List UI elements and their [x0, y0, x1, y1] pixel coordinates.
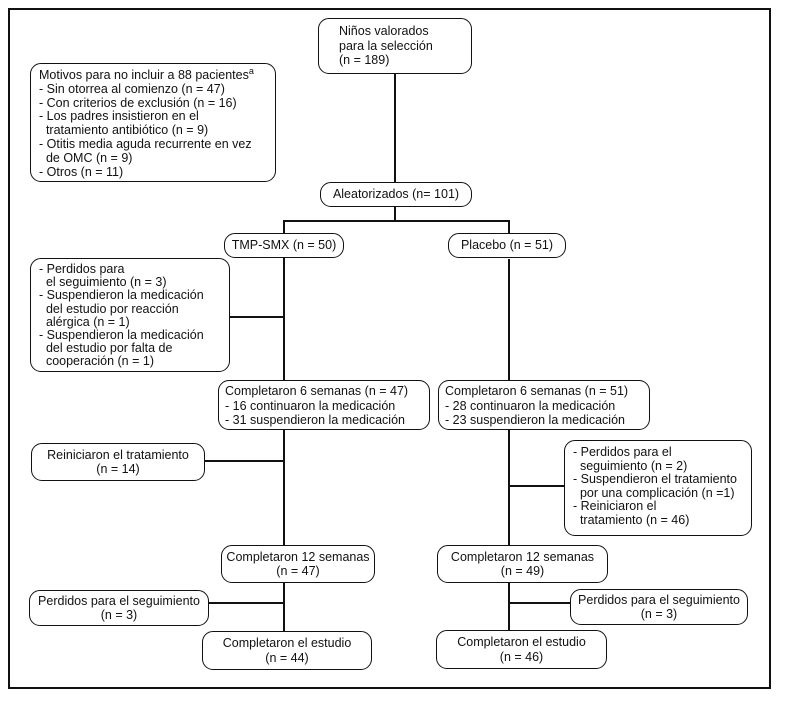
box-motivos-exclusion: Motivos para no incluir a 88 pacientesa …	[30, 63, 276, 182]
connector-perdidos-placebo	[508, 485, 564, 487]
connector-branch-horizontal	[283, 220, 509, 222]
connector-branch-tmp	[283, 220, 285, 234]
connector-perdidos-seguimiento-tmp	[209, 602, 283, 604]
box-line: seguimiento (n = 2)	[573, 458, 688, 473]
box-line: - Suspendieron la medicación	[39, 288, 204, 303]
box-line: alérgica (n = 1)	[39, 314, 130, 329]
connector-completaron6-completaron12-tmp	[283, 430, 285, 545]
box-perdidos-seguimiento-placebo: Perdidos para el seguimiento (n = 3)	[570, 589, 748, 625]
connector-aleatorizados-branch	[394, 207, 396, 220]
box-completaron-estudio-placebo: Completaron el estudio (n = 46)	[436, 630, 607, 669]
box-line: tratamiento antibiótico (n = 9)	[39, 123, 209, 138]
box-line: (n = 3)	[640, 607, 678, 621]
box-line: Completaron 6 semanas (n = 47)	[225, 384, 409, 398]
connector-completaron6-completaron12-placebo	[508, 430, 510, 545]
connector-reiniciaron	[205, 460, 283, 462]
box-line: Reiniciaron el tratamiento	[47, 447, 189, 462]
connector-completaron12-estudio-placebo	[508, 583, 510, 631]
box-line: por una complicación (n =1)	[573, 485, 735, 500]
box-line: (n = 14)	[96, 462, 140, 476]
box-line: - Perdidos para el	[573, 445, 672, 459]
connector-perdidos-seguimiento-placebo	[508, 602, 570, 604]
box-line: Perdidos para el seguimiento	[578, 592, 740, 607]
box-line: - Otros (n = 11)	[39, 164, 124, 179]
box-completaron-6-tmp: Completaron 6 semanas (n = 47) - 16 cont…	[218, 380, 430, 430]
box-line: el seguimiento (n = 3)	[39, 275, 167, 290]
box-line: - 16 continuaron la medicación	[225, 398, 396, 413]
box-line: Perdidos para el seguimiento	[38, 593, 200, 608]
connector-perdidos-tmp	[230, 316, 283, 318]
box-line: de OMC (n = 9)	[39, 150, 133, 165]
connector-ninos-aleatorizados	[394, 74, 396, 182]
connector-branch-placebo	[508, 220, 510, 234]
box-line: (n = 189)	[339, 53, 390, 67]
box-completaron-6-placebo: Completaron 6 semanas (n = 51) - 28 cont…	[438, 380, 650, 430]
box-line: - 23 suspendieron la medicación	[445, 413, 625, 427]
box-line: Completaron 12 semanas	[226, 549, 370, 564]
box-line: del estudio por falta de	[39, 341, 173, 356]
box-line: (n = 46)	[499, 649, 544, 664]
box-reiniciaron-tratamiento: Reiniciaron el tratamiento (n = 14)	[31, 443, 205, 481]
box-aleatorizados: Aleatorizados (n= 101)	[320, 182, 472, 207]
box-line: Aleatorizados (n= 101)	[332, 187, 460, 202]
box-line: - Sin otorrea al comienzo (n = 47)	[39, 81, 225, 96]
box-line: del estudio por reacción	[39, 301, 179, 316]
motivos-footnote-marker: a	[248, 65, 254, 76]
connector-tmp-completaron6	[283, 258, 285, 380]
box-completaron-12-placebo: Completaron 12 semanas (n = 49)	[437, 545, 608, 583]
box-line: TMP-SMX (n = 50)	[231, 238, 337, 253]
box-line: - 31 suspendieron la medicación	[225, 413, 405, 427]
box-ninos-valorados: Niños valorados para la selección (n = 1…	[318, 18, 472, 74]
box-line: Completaron 6 semanas (n = 51)	[445, 384, 629, 398]
box-line: Completaron el estudio	[222, 636, 352, 650]
box-title-line: Motivos para no incluir a 88 pacientesa	[39, 65, 267, 83]
box-perdidos-placebo: - Perdidos para el seguimiento (n = 2) -…	[564, 440, 752, 536]
box-line: Niños valorados	[339, 24, 429, 38]
box-line: cooperación (n = 1)	[39, 354, 154, 369]
box-line: - Reiniciaron el	[573, 499, 657, 513]
box-line: para la selección	[339, 38, 433, 53]
motivos-title: Motivos para no incluir a 88 pacientes	[39, 68, 249, 82]
box-perdidos-seguimiento-tmp: Perdidos para el seguimiento (n = 3)	[29, 590, 209, 626]
box-line: - 28 continuaron la medicación	[445, 398, 616, 413]
box-line: (n = 3)	[100, 608, 138, 622]
box-perdidos-tmp: - Perdidos para el seguimiento (n = 3) -…	[30, 258, 230, 372]
box-line: - Perdidos para	[39, 262, 125, 276]
connector-placebo-completaron6	[508, 259, 510, 380]
box-line: Completaron 12 semanas	[450, 549, 595, 564]
box-line: (n = 44)	[265, 650, 309, 665]
box-line: - Los padres insistieron en el	[39, 109, 199, 124]
box-line: - Con criterios de exclusión (n = 16)	[39, 95, 237, 110]
box-completaron-12-tmp: Completaron 12 semanas (n = 47)	[221, 545, 375, 583]
connector-completaron12-estudio-tmp	[283, 583, 285, 631]
box-line: tratamiento (n = 46)	[573, 512, 690, 527]
box-line: - Otitis media aguda recurrente en vez	[39, 136, 252, 151]
box-placebo: Placebo (n = 51)	[448, 233, 566, 258]
diagram-border	[8, 8, 771, 689]
box-line: - Suspendieron la medicación	[39, 328, 204, 343]
box-line: (n = 49)	[500, 564, 545, 578]
box-line: Placebo (n = 51)	[460, 238, 554, 253]
box-line: (n = 47)	[276, 564, 320, 578]
box-line: - Suspendieron el tratamiento	[573, 472, 737, 486]
box-completaron-estudio-tmp: Completaron el estudio (n = 44)	[202, 631, 372, 670]
box-tmp-smx: TMP-SMX (n = 50)	[224, 233, 344, 258]
box-line: Completaron el estudio	[457, 635, 586, 649]
